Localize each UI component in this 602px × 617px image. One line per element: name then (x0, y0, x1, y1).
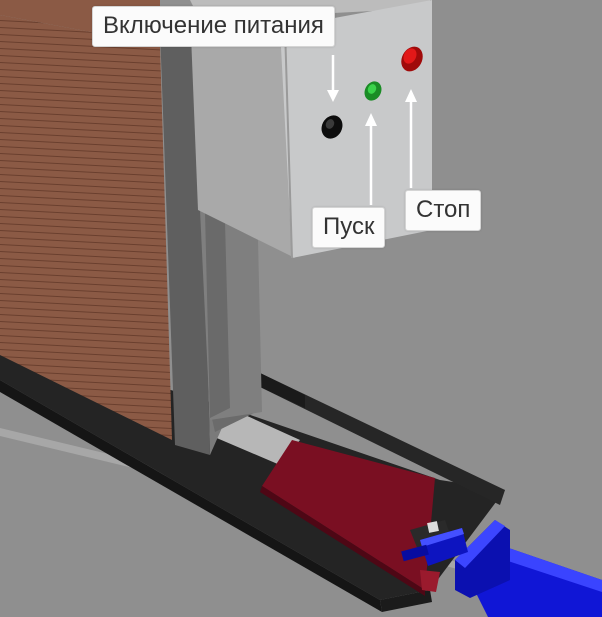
power-on-button-icon[interactable] (318, 112, 347, 143)
power-arrow (327, 55, 339, 102)
power-on-callout: Включение питания (92, 6, 335, 47)
stop-callout: Стоп (405, 190, 482, 231)
control-box-edge (284, 27, 293, 259)
start-callout: Пуск (312, 207, 386, 248)
left-rail-end (380, 590, 432, 612)
start-arrow (365, 113, 377, 205)
wood-panel-face (0, 15, 172, 440)
control-box-right (280, 0, 432, 258)
left-rail-side (0, 380, 382, 612)
stop-arrow (405, 89, 417, 188)
right-rail-top (258, 372, 505, 505)
red-plate-shade (260, 486, 425, 596)
hydraulic-cylinder (401, 520, 602, 617)
red-plate (262, 440, 435, 590)
column-post-front (205, 212, 230, 418)
control-box-front (190, 10, 295, 258)
right-rail-inner (258, 372, 305, 408)
bracket-slot (427, 521, 439, 533)
start-button-icon[interactable] (361, 78, 385, 103)
stop-button-icon[interactable] (397, 43, 427, 75)
red-plate-tip (420, 570, 440, 592)
